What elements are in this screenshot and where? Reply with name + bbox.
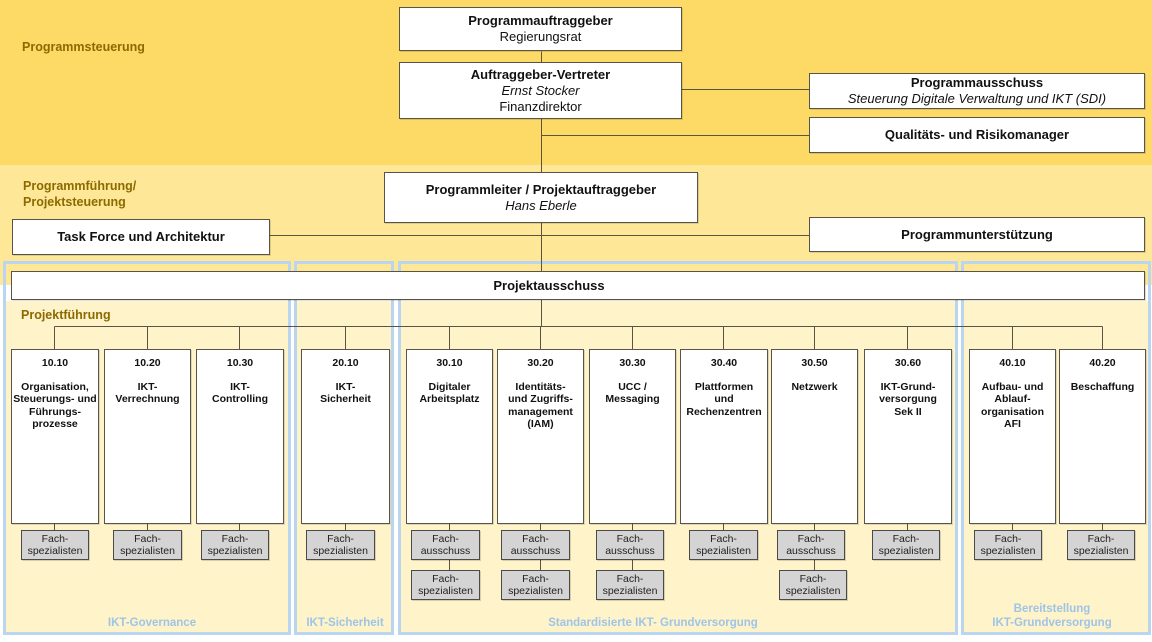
- project-box[interactable]: 40.20 Beschaffung: [1059, 349, 1146, 524]
- group-label-standardisierte-grundversorgung: Standardisierte IKT- Grundversorgung: [548, 617, 758, 629]
- project-box[interactable]: 30.20 Identitäts- und Zugriffs- manageme…: [497, 349, 584, 524]
- project-title: Identitäts- und Zugriffs- management (IA…: [508, 381, 573, 430]
- box-projektausschuss[interactable]: Projektausschuss: [11, 271, 1145, 300]
- fach-box[interactable]: Fach- spezialisten: [596, 570, 664, 600]
- box-programmausschuss[interactable]: Programmausschuss Steuerung Digitale Ver…: [809, 73, 1145, 109]
- fach-box[interactable]: Fach- spezialisten: [21, 530, 89, 560]
- project-title: Netzwerk: [791, 381, 838, 393]
- project-title: Aufbau- und Ablauf- organisation AFI: [980, 381, 1044, 430]
- fach-box[interactable]: Fach- spezialisten: [689, 530, 758, 560]
- project-box[interactable]: 30.10 Digitaler Arbeitsplatz: [406, 349, 493, 524]
- project-title: Organisation, Steuerungs- und Führungs- …: [13, 381, 97, 430]
- project-title: IKT- Verrechnung: [115, 381, 180, 406]
- box-title: Qualitäts- und Risikomanager: [884, 127, 1070, 142]
- project-box[interactable]: 30.60 IKT-Grund- versorgung Sek II: [864, 349, 952, 524]
- project-box[interactable]: 30.50 Netzwerk: [771, 349, 858, 524]
- fach-box[interactable]: Fach- spezialisten: [411, 570, 480, 600]
- box-qualitaets-risikomanager[interactable]: Qualitäts- und Risikomanager: [809, 117, 1145, 153]
- fach-box[interactable]: Fach- spezialisten: [501, 570, 570, 600]
- box-role: Finanzdirektor: [499, 98, 582, 114]
- project-box[interactable]: 10.20 IKT- Verrechnung: [104, 349, 191, 524]
- fach-box[interactable]: Fach- spezialisten: [113, 530, 182, 560]
- project-number: 30.40: [710, 357, 738, 369]
- fach-box[interactable]: Fach- spezialisten: [872, 530, 940, 560]
- box-programmleiter[interactable]: Programmleiter / Projektauftraggeber Han…: [384, 172, 698, 223]
- project-title: Plattformen und Rechenzentren: [686, 381, 762, 418]
- project-title: IKT- Sicherheit: [320, 381, 371, 406]
- project-title: UCC / Messaging: [605, 381, 660, 406]
- project-title: Digitaler Arbeitsplatz: [419, 381, 480, 406]
- fach-box[interactable]: Fach- spezialisten: [974, 530, 1042, 560]
- project-box[interactable]: 30.40 Plattformen und Rechenzentren: [680, 349, 768, 524]
- box-subtitle: Steuerung Digitale Verwaltung und IKT (S…: [847, 91, 1107, 106]
- fach-box[interactable]: Fach- ausschuss: [777, 530, 845, 560]
- fach-box[interactable]: Fach- ausschuss: [596, 530, 664, 560]
- fach-box[interactable]: Fach- ausschuss: [501, 530, 570, 560]
- project-number: 40.10: [999, 357, 1026, 369]
- box-title: Auftraggeber-Vertreter: [470, 66, 611, 82]
- section-label-projektfuehrung: Projektführung: [21, 308, 111, 322]
- box-title: Programmausschuss: [910, 75, 1044, 90]
- group-label-ikt-sicherheit: IKT-Sicherheit: [306, 617, 384, 629]
- box-title: Projektausschuss: [493, 278, 605, 293]
- section-label-programmsteuerung: Programmsteuerung: [22, 40, 145, 54]
- project-number: 30.50: [801, 357, 828, 369]
- box-task-force[interactable]: Task Force und Architektur: [12, 219, 270, 255]
- project-number: 30.10: [436, 357, 463, 369]
- project-number: 10.20: [134, 357, 161, 369]
- box-person-name: Ernst Stocker: [501, 82, 580, 98]
- fach-box[interactable]: Fach- spezialisten: [201, 530, 269, 560]
- fach-box[interactable]: Fach- ausschuss: [411, 530, 480, 560]
- box-title: Programmunterstützung: [901, 226, 1053, 242]
- project-box[interactable]: 20.10 IKT- Sicherheit: [301, 349, 390, 524]
- project-number: 40.20: [1089, 357, 1116, 369]
- box-programmauftraggeber[interactable]: Programmauftraggeber Regierungsrat: [399, 7, 682, 51]
- fach-box[interactable]: Fach- spezialisten: [306, 530, 375, 560]
- project-number: 10.30: [226, 357, 254, 369]
- project-box[interactable]: 30.30 UCC / Messaging: [589, 349, 676, 524]
- group-label-bereitstellung: Bereitstellung IKT-Grundversorgung: [992, 603, 1112, 629]
- project-number: 20.10: [332, 357, 359, 369]
- fach-box[interactable]: Fach- spezialisten: [1067, 530, 1135, 560]
- box-auftraggeber-vertreter[interactable]: Auftraggeber-Vertreter Ernst Stocker Fin…: [399, 62, 682, 119]
- box-title: Programmleiter / Projektauftraggeber: [425, 181, 657, 197]
- fach-box[interactable]: Fach- spezialisten: [779, 570, 847, 600]
- box-title: Programmauftraggeber: [468, 13, 613, 28]
- project-number: 10.10: [41, 357, 69, 369]
- section-label-programmfuehrung: Programmführung/ Projektsteuerung: [23, 179, 137, 209]
- project-box[interactable]: 10.10 Organisation, Steuerungs- und Führ…: [11, 349, 99, 524]
- project-number: 30.30: [619, 357, 646, 369]
- project-number: 30.20: [527, 357, 554, 369]
- project-box[interactable]: 10.30 IKT- Controlling: [196, 349, 284, 524]
- project-title: IKT- Controlling: [212, 381, 268, 406]
- box-subtitle: Regierungsrat: [499, 29, 582, 44]
- project-number: 30.60: [894, 357, 922, 369]
- box-programmunterstuetzung[interactable]: Programmunterstützung: [809, 217, 1145, 252]
- project-title: IKT-Grund- versorgung Sek II: [879, 381, 937, 418]
- project-box[interactable]: 40.10 Aufbau- und Ablauf- organisation A…: [969, 349, 1056, 524]
- group-label-ikt-governance: IKT-Governance: [107, 617, 197, 629]
- project-title: Beschaffung: [1070, 381, 1135, 393]
- box-person-name: Hans Eberle: [505, 197, 577, 213]
- box-title: Task Force und Architektur: [57, 229, 225, 244]
